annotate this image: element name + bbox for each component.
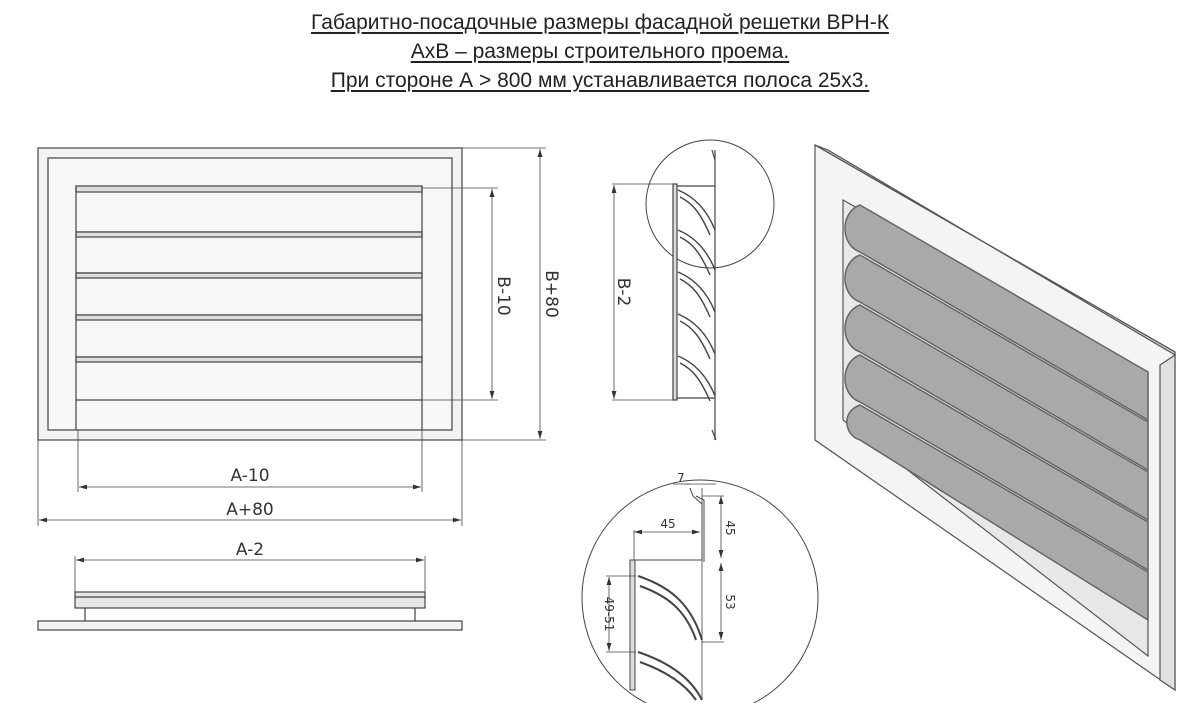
inner-frame xyxy=(47,157,453,431)
bottom-view xyxy=(37,556,463,631)
perspective-louvers xyxy=(844,204,1149,622)
dim-a-minus-10: A-10 xyxy=(230,466,269,486)
title-line-2: АхВ – размеры строительного проема. xyxy=(410,40,790,63)
title-block: Габаритно-посадочные размеры фасадной ре… xyxy=(0,8,1200,95)
louvers xyxy=(75,185,423,430)
detail-louvers xyxy=(637,575,703,701)
dim-7: 7 xyxy=(677,471,685,485)
dim-49-51: 49-51 xyxy=(602,597,616,632)
front-view xyxy=(37,147,546,526)
side-louvers xyxy=(677,189,716,402)
dim-a-minus-2: A-2 xyxy=(236,540,264,560)
dim-a-plus-80: A+80 xyxy=(226,500,274,520)
dim-b-minus-2: B-2 xyxy=(613,278,633,307)
dim-b-minus-10: B-10 xyxy=(493,276,513,315)
dim-b-plus-80: B+80 xyxy=(541,270,561,318)
detail-view xyxy=(581,479,819,703)
perspective-view xyxy=(814,143,1176,692)
title-line-1: Габаритно-посадочные размеры фасадной ре… xyxy=(311,11,889,34)
side-view xyxy=(611,139,775,441)
dim-53: 53 xyxy=(723,594,737,609)
dim-45-vertical: 45 xyxy=(723,520,737,535)
dim-45-horizontal: 45 xyxy=(660,517,675,531)
title-line-3: При стороне А > 800 мм устанавливается п… xyxy=(330,69,870,92)
